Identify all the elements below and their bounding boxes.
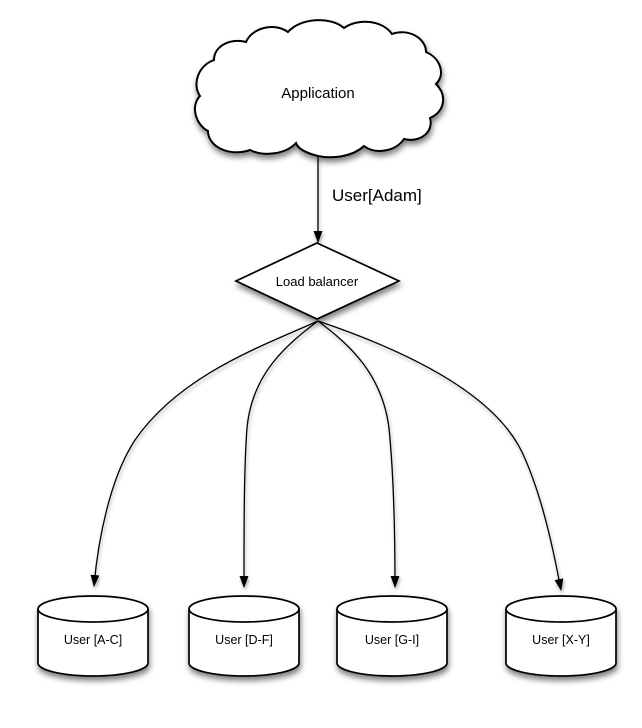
shard-label-2: User [D-F] (215, 633, 273, 647)
cylinder-top-ellipse (188, 595, 300, 623)
shard-cylinder-1 (37, 595, 149, 677)
shard-label-4: User [X-Y] (532, 633, 590, 647)
application-cloud-shape (193, 19, 445, 159)
cylinder-top-ellipse (336, 595, 448, 623)
cylinder-body (37, 609, 149, 677)
application-label: Application (281, 85, 354, 102)
cylinder-body (336, 609, 448, 677)
load-balancer-diamond-shape (233, 242, 402, 320)
edge-loadbalancer-to-shard-4 (317, 320, 564, 591)
cylinder-body (188, 609, 300, 677)
shard-label-1: User [A-C] (64, 633, 122, 647)
cylinder-body (505, 609, 617, 677)
shard-label-3: User [G-I] (365, 633, 419, 647)
edge-loadbalancer-to-shard-3 (317, 320, 400, 588)
shard-cylinder-4 (505, 595, 617, 677)
edge-loadbalancer-to-shard-1 (90, 320, 319, 587)
request-edge-label: User[Adam] (332, 186, 422, 205)
cylinder-top-ellipse (505, 595, 617, 623)
load-balancer-label: Load balancer (276, 274, 359, 289)
shard-cylinder-2 (188, 595, 300, 677)
cylinder-top-ellipse (37, 595, 149, 623)
edges-group (90, 156, 564, 591)
application-node (193, 19, 445, 159)
shard-cylinder-3 (336, 595, 448, 677)
load-balancer-node (233, 242, 402, 320)
edge-loadbalancer-to-shard-2 (239, 320, 319, 588)
